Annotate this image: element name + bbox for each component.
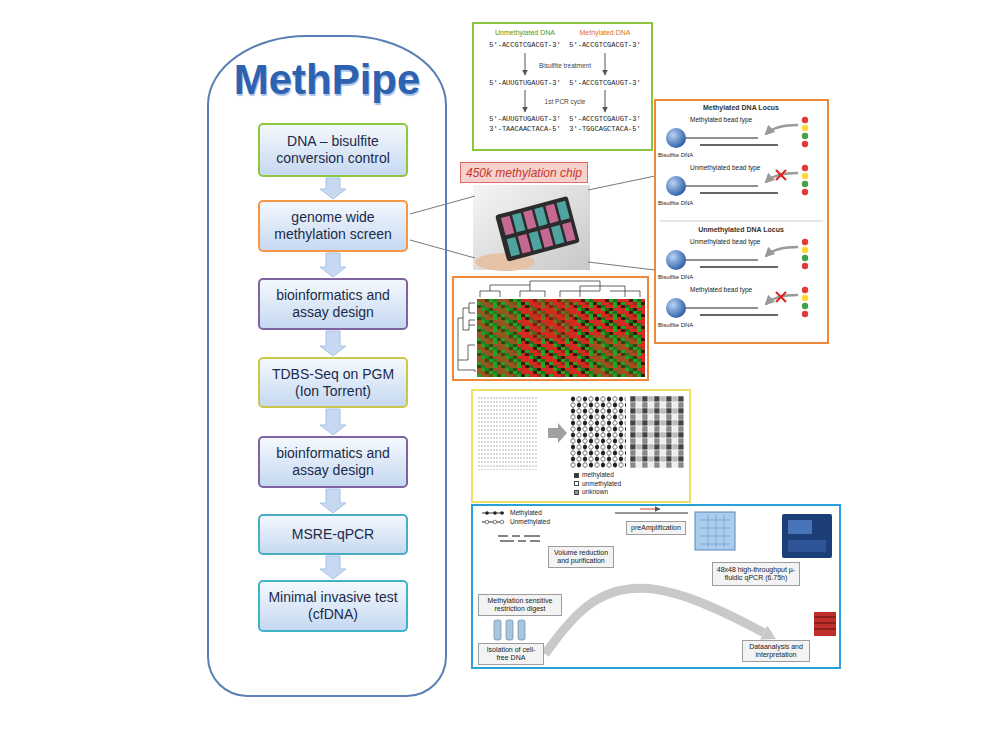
node-text: bioinformatics and assay design xyxy=(266,287,400,321)
legend-text: unmethylated xyxy=(582,481,621,488)
block-arrow xyxy=(320,556,346,579)
sequence-text: 5'-ACCGTCGAUGT-3' xyxy=(569,116,640,124)
legend: methylated unmethylatedunknown xyxy=(574,471,621,497)
locus-heading: Methylated DNA Locus xyxy=(703,104,779,112)
node-text: Volume reduction and purification xyxy=(552,549,610,565)
msre-workflow xyxy=(472,505,840,668)
node-text: preAmplification xyxy=(631,524,681,532)
strand-label: Bisulfite DNA xyxy=(658,152,693,159)
sequence-text: 5'-ACCGTCGACGT-3' xyxy=(569,42,640,50)
strand-label: Bisulfite DNA xyxy=(658,322,693,329)
node-text: Dataanalysis and interpretation xyxy=(746,643,806,659)
step-tag: 48x48 high-throughput µ-fluidic qPCR (6.… xyxy=(712,562,800,586)
step-tag: preAmplification xyxy=(626,521,686,535)
node-text: 48x48 high-throughput µ-fluidic qPCR (6.… xyxy=(716,566,796,582)
process-box: bioinformatics and assay design xyxy=(258,278,408,330)
sequencing-figure xyxy=(472,390,690,502)
legend-swatch xyxy=(574,481,579,486)
block-arrow xyxy=(320,331,346,356)
bead-label: Unmethylated bead type xyxy=(690,164,760,171)
legend-row: unmethylated xyxy=(574,480,621,489)
bead-label: Methylated bead type xyxy=(690,116,752,123)
node-text: Isolation of cell-free DNA xyxy=(482,646,540,662)
column-heading: Methylated DNA xyxy=(580,29,631,37)
node-text: TDBS-Seq on PGM (Ion Torrent) xyxy=(266,366,400,400)
sequence-text: 5'-AUUGTUGAUGT-3' xyxy=(489,116,560,124)
node-text: 450k methylation chip xyxy=(466,166,582,180)
node-text: genome wide methylation screen xyxy=(266,209,400,243)
process-box: Minimal invasive test (cfDNA) xyxy=(258,580,408,632)
key-label: Methylated xyxy=(510,509,542,516)
bead-label: Methylated bead type xyxy=(690,286,752,293)
node-text: DNA – bisulfite conversion control xyxy=(266,133,400,167)
legend-row: methylated xyxy=(574,471,621,480)
step-tag: Dataanalysis and interpretation xyxy=(742,640,810,662)
pipeline-outline: MethPipeDNA – bisulfite conversion contr… xyxy=(207,35,447,697)
chip-photo xyxy=(473,185,590,271)
legend-text: unknown xyxy=(582,489,608,496)
bead-label: Unmethylated bead type xyxy=(690,238,760,245)
node-text: MSRE-qPCR xyxy=(292,526,374,543)
legend-swatch xyxy=(574,490,579,495)
node-text: bioinformatics and assay design xyxy=(266,445,400,479)
step-tag: Volume reduction and purification xyxy=(548,546,614,568)
block-arrow xyxy=(320,409,346,435)
block-arrow xyxy=(320,253,346,277)
block-arrow xyxy=(320,178,346,199)
node-text: MethPipe xyxy=(234,57,421,103)
block-arrow xyxy=(320,489,346,513)
strand-label: Bisulfite DNA xyxy=(658,274,693,281)
process-box: bioinformatics and assay design xyxy=(258,436,408,488)
caption-tag: 450k methylation chip xyxy=(460,162,588,183)
infinium-assay xyxy=(655,100,828,343)
sequence-text: 3'-TAACAACTACA-5' xyxy=(489,126,560,134)
curved-arrow xyxy=(545,588,764,654)
legend-swatch xyxy=(574,473,579,478)
column-heading: Unmethylated DNA xyxy=(495,29,555,37)
sequence-text: 5'-AUUGTUGAUGT-3' xyxy=(489,80,560,88)
sequence-text: 3'-TGGCAGCTACA-5' xyxy=(569,126,640,134)
process-box: MSRE-qPCR xyxy=(258,514,408,555)
sequence-text: 5'-ACCGTCGACGT-3' xyxy=(489,42,560,50)
strand-label: Bisulfite DNA xyxy=(658,200,693,207)
key-label: Unmethylated xyxy=(510,518,550,525)
node-text: Methylation sensitive restriction digest xyxy=(482,597,558,613)
bisulfite-panel xyxy=(473,23,652,150)
process-box: DNA – bisulfite conversion control xyxy=(258,123,408,177)
legend-row: unknown xyxy=(574,488,621,497)
heatmap-figure xyxy=(453,277,648,380)
process-box: genome wide methylation screen xyxy=(258,200,408,252)
sequence-text: 5'-ACCGTCGAUGT-3' xyxy=(569,80,640,88)
legend-text: methylated xyxy=(582,472,614,479)
step-note: 1st PCR cycle xyxy=(545,98,586,105)
locus-heading: Unmethylated DNA Locus xyxy=(698,226,784,234)
process-box: TDBS-Seq on PGM (Ion Torrent) xyxy=(258,357,408,408)
node-text: Minimal invasive test (cfDNA) xyxy=(266,589,400,623)
step-tag: Isolation of cell-free DNA xyxy=(478,643,544,665)
step-note: Bisulfite treatment xyxy=(539,62,591,69)
step-tag: Methylation sensitive restriction digest xyxy=(478,594,562,616)
